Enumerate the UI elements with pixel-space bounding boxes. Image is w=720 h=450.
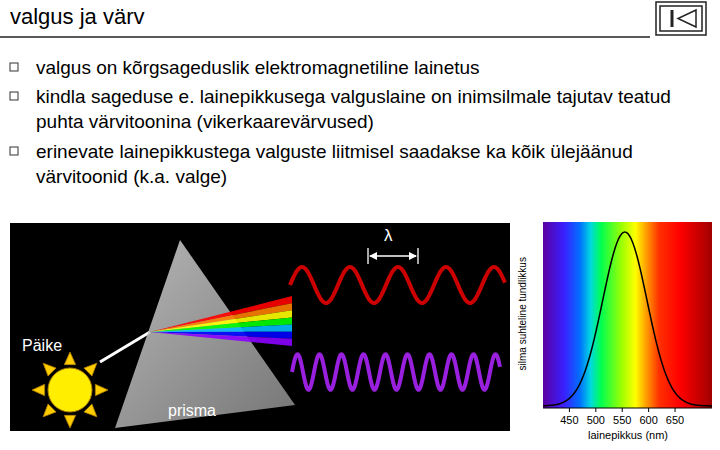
slide-title: valgus ja värv xyxy=(10,4,145,30)
wavelength-symbol: λ xyxy=(384,226,393,246)
tick-label: 600 xyxy=(639,414,657,427)
tick-label: 450 xyxy=(560,414,578,427)
spectrum-chart xyxy=(543,222,712,412)
tick-label: 550 xyxy=(613,414,631,427)
nav-icon xyxy=(656,2,706,35)
violet-wave xyxy=(292,354,500,390)
sensitivity-curve xyxy=(543,232,712,406)
spectrum-fan xyxy=(150,332,292,346)
wavelength-dimension xyxy=(368,248,418,264)
prisma-label: prisma xyxy=(168,402,216,420)
spectrum-fan xyxy=(150,317,292,332)
dark-panel xyxy=(10,223,510,431)
bullet-squares xyxy=(10,63,18,155)
axis-title: silma suhteline tundlikkus xyxy=(517,234,529,394)
bullet-text: kindla sageduse e. lainepikkusega valgus… xyxy=(36,84,712,134)
prism-scene xyxy=(32,240,505,428)
axis-title: lainepikkus (nm) xyxy=(588,429,668,442)
title-rule xyxy=(0,36,650,38)
bullet-text: valgus on kõrgsageduslik elektromagnetil… xyxy=(36,55,712,80)
spectrum-fan xyxy=(150,296,292,332)
sun xyxy=(32,352,108,428)
sun-label: Päike xyxy=(22,337,62,355)
bullet-text: erinevate lainepikkustega valguste liitm… xyxy=(36,139,712,189)
spectrum-fan xyxy=(150,325,292,332)
prism xyxy=(115,240,295,428)
spectrum-fan xyxy=(150,303,292,332)
tick-label: 500 xyxy=(587,414,605,427)
red-wave xyxy=(290,267,505,303)
tick-label: 650 xyxy=(666,414,684,427)
spectrum-fan xyxy=(150,310,292,332)
